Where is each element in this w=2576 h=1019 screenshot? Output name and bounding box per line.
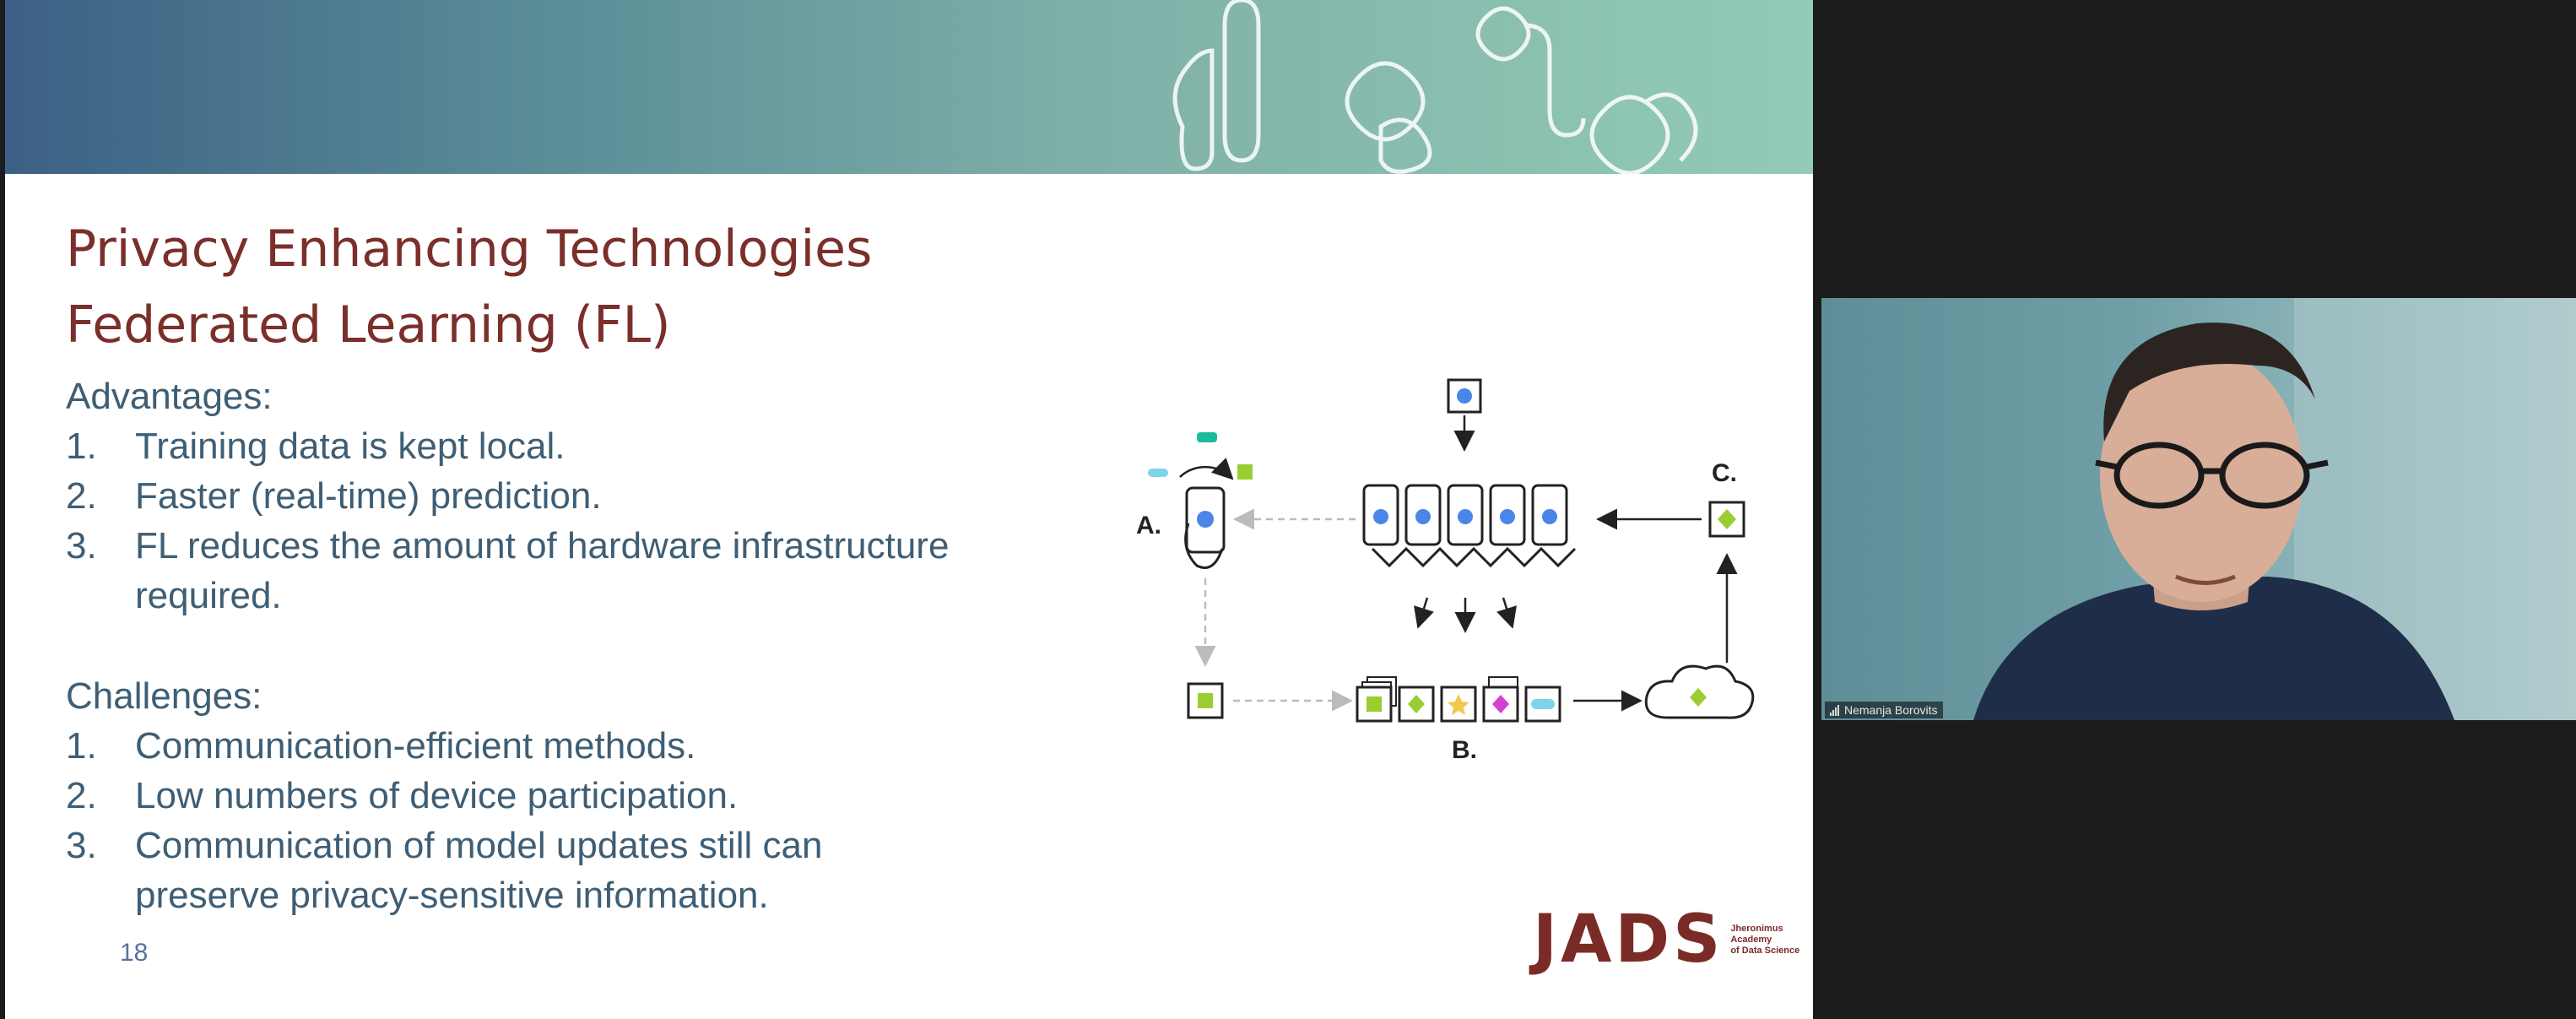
list-text: FL reduces the amount of hardware infras…: [135, 525, 950, 616]
list-item: 3. FL reduces the amount of hardware infr…: [66, 521, 1079, 621]
participant-name: Nemanja Borovits: [1844, 703, 1938, 717]
list-item: 3. Communication of model updates still c…: [66, 821, 1079, 920]
jads-logo: JADS Jheronimus Academy of Data Science: [1533, 902, 1799, 978]
list-text: Faster (real-time) prediction.: [135, 475, 602, 517]
list-item: 1. Training data is kept local.: [66, 421, 1079, 471]
logo-wordmark: JADS: [1533, 902, 1724, 978]
device-a: [1148, 432, 1253, 569]
top-device-box: [1447, 378, 1482, 414]
diagram-label-c: C.: [1712, 459, 1737, 487]
list-number: 1.: [66, 725, 97, 767]
list-number: 1.: [66, 425, 97, 467]
slide-title: Privacy Enhancing Technologies Federated…: [66, 211, 872, 363]
federated-learning-diagram: A. B.: [1136, 378, 1755, 764]
list-number: 2.: [66, 775, 97, 816]
banner-decoration: [1172, 0, 1698, 174]
diagram-label-b: B.: [1452, 736, 1477, 764]
signal-icon: [1830, 704, 1840, 716]
diagram-label-a: A.: [1136, 512, 1161, 539]
participant-video[interactable]: Nemanja Borovits: [1821, 298, 2576, 720]
title-line-2: Federated Learning (FL): [66, 295, 671, 355]
list-item: 2. Faster (real-time) prediction.: [66, 471, 1079, 521]
logo-sub-line: Jheronimus: [1730, 923, 1783, 934]
list-text: Training data is kept local.: [135, 425, 566, 467]
device-stack: [1362, 484, 1577, 568]
challenges-heading: Challenges:: [66, 675, 262, 717]
title-line-1: Privacy Enhancing Technologies: [66, 220, 873, 279]
list-number: 3.: [66, 525, 97, 566]
slide: Privacy Enhancing Technologies Federated…: [5, 0, 1813, 1019]
participant-image: [1973, 298, 2576, 720]
slide-banner: [5, 0, 1813, 174]
advantages-list: 1. Training data is kept local. 2. Faster …: [66, 421, 1079, 621]
logo-subtitle: Jheronimus Academy of Data Science: [1730, 924, 1799, 957]
list-text: Communication-efficient methods.: [135, 725, 696, 767]
list-text: Communication of model updates still can…: [135, 825, 823, 916]
slide-body: Advantages: 1. Training data is kept loca…: [66, 371, 1079, 920]
update-stacks: [1356, 676, 1561, 723]
list-text: Low numbers of device participation.: [135, 775, 739, 816]
list-number: 2.: [66, 475, 97, 517]
list-item: 2. Low numbers of device participation.: [66, 771, 1079, 821]
list-number: 3.: [66, 825, 97, 866]
challenges-list: 1. Communication-efficient methods. 2. Low…: [66, 721, 1079, 920]
logo-sub-line: Academy: [1730, 934, 1772, 945]
participant-name-tag: Nemanja Borovits: [1825, 702, 1943, 718]
logo-sub-line: of Data Science: [1730, 945, 1800, 956]
page-number: 18: [120, 939, 149, 967]
advantages-heading: Advantages:: [66, 376, 273, 417]
list-item: 1. Communication-efficient methods.: [66, 721, 1079, 771]
